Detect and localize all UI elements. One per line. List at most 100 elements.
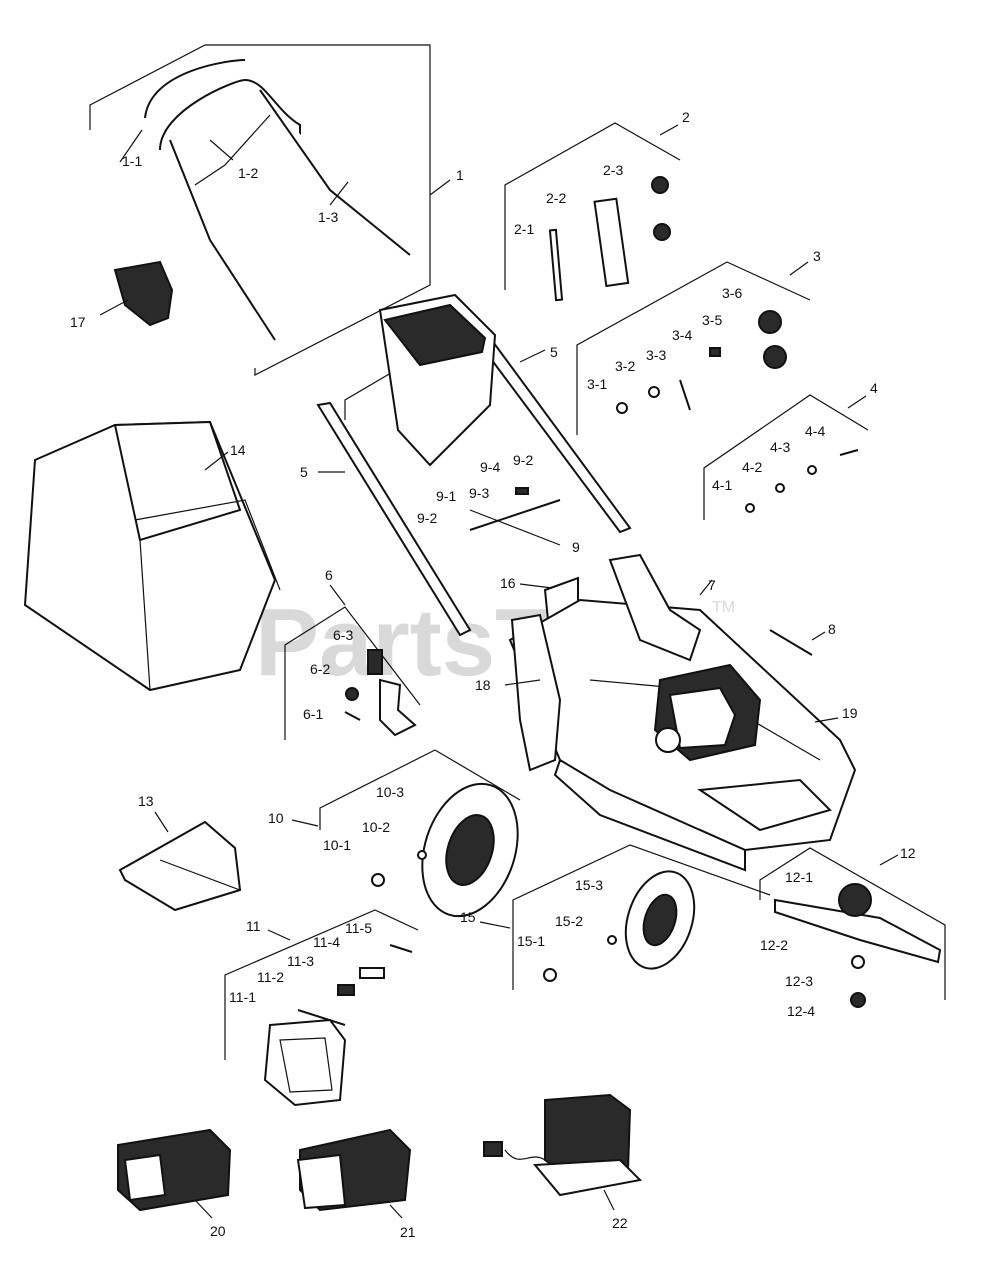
- part-8-spring[interactable]: 8: [769, 621, 836, 656]
- part-2-1-bolt[interactable]: [548, 228, 564, 302]
- part-1-3-lower-handle-right[interactable]: [259, 89, 411, 256]
- part-11-4-clip[interactable]: [359, 967, 385, 979]
- label-6-3: 6-3: [333, 627, 353, 643]
- part-11-5-pin[interactable]: [389, 944, 413, 953]
- part-9-4-spring[interactable]: [515, 487, 529, 495]
- label-12: 12: [900, 845, 916, 861]
- label-19: 19: [842, 705, 858, 721]
- leader-15: [479, 921, 511, 929]
- label-12-1: 12-1: [785, 869, 813, 885]
- part-19-front-panel: [697, 778, 832, 832]
- part-2-3-knob-b[interactable]: [653, 223, 671, 241]
- part-7-handle-bracket-right[interactable]: [608, 553, 702, 662]
- part-19-mower-deck[interactable]: 7 18 19: [475, 553, 858, 872]
- leader-1-2: [209, 139, 234, 161]
- group-3-bracket: [576, 261, 811, 435]
- part-4-3[interactable]: [807, 465, 817, 475]
- part-1-3-lower-handle-left[interactable]: [169, 139, 276, 341]
- part-12-1-fan[interactable]: [838, 883, 872, 917]
- label-9-4: 9-4: [480, 459, 500, 475]
- part-3-3-pin[interactable]: [679, 379, 691, 411]
- part-18-handle-bracket-left[interactable]: [510, 613, 562, 772]
- part-14-bag-top[interactable]: [113, 420, 242, 542]
- part-4-1[interactable]: [745, 503, 755, 513]
- part-3-6-knob-a[interactable]: [758, 310, 782, 334]
- part-15-2-bolt[interactable]: [607, 935, 617, 945]
- part-9-1-door-top[interactable]: [383, 303, 487, 367]
- part-10-1-nut[interactable]: [371, 873, 385, 887]
- label-15-2: 15-2: [555, 913, 583, 929]
- part-5-left-rail[interactable]: [316, 401, 472, 637]
- label-4-3: 4-3: [770, 439, 790, 455]
- part-6-lever[interactable]: [379, 678, 417, 737]
- leader-7: [699, 579, 713, 596]
- part-2-3-knob-a[interactable]: [651, 176, 669, 194]
- group-12-bracket: [759, 847, 946, 1000]
- leader-18: [504, 679, 541, 686]
- label-3-3: 3-3: [646, 347, 666, 363]
- group-2-bracket: [504, 122, 681, 290]
- part-10-2-bolt[interactable]: [417, 850, 427, 860]
- part-4-4[interactable]: [839, 449, 859, 456]
- leader-3: [789, 261, 809, 276]
- label-9-1: 9-1: [436, 488, 456, 504]
- part-14-grass-bag[interactable]: 14: [23, 420, 281, 692]
- part-11-1-inner: [279, 1037, 333, 1093]
- part-3-4-spring[interactable]: [709, 347, 721, 357]
- label-2: 2: [682, 109, 690, 125]
- label-10-3: 10-3: [376, 784, 404, 800]
- label-11-5: 11-5: [345, 920, 372, 936]
- part-20-battery[interactable]: 20: [117, 1128, 232, 1239]
- label-3-4: 3-4: [672, 327, 692, 343]
- part-8-spring-coil[interactable]: [769, 629, 813, 656]
- part-3-2-washer[interactable]: [648, 386, 660, 398]
- label-15-3: 15-3: [575, 877, 603, 893]
- group-10-bracket: [319, 749, 521, 830]
- group-9: 9 9-1 9-2 9-2 9-3 9-4: [344, 293, 580, 555]
- group-15-bracket: [512, 844, 771, 990]
- label-6-2: 6-2: [310, 661, 330, 677]
- part-6-3[interactable]: [367, 649, 383, 675]
- part-9-3-rod[interactable]: [469, 499, 561, 531]
- leader-19: [814, 717, 839, 723]
- part-1-1-grip[interactable]: [144, 59, 246, 119]
- label-20: 20: [210, 1223, 226, 1239]
- label-9-2-upper: 9-2: [513, 452, 533, 468]
- part-6-1-pin[interactable]: [344, 711, 361, 721]
- group-2: 2 2-1 2-2 2-3: [504, 109, 690, 302]
- part-19-deck-skirt[interactable]: [553, 758, 746, 872]
- label-3-5: 3-5: [702, 312, 722, 328]
- part-2-2-bracket[interactable]: [593, 197, 630, 288]
- label-11-3: 11-3: [287, 953, 314, 969]
- part-21-battery[interactable]: 21: [296, 1128, 416, 1240]
- part-15-1-nut[interactable]: [543, 968, 557, 982]
- label-10-2: 10-2: [362, 819, 390, 835]
- part-10-3-hub[interactable]: [438, 809, 502, 891]
- label-4-1: 4-1: [712, 477, 732, 493]
- leader-13: [154, 811, 169, 833]
- part-11-1-cover[interactable]: [263, 1018, 347, 1107]
- part-1-2-bail[interactable]: [194, 114, 271, 186]
- part-12-2-blade[interactable]: [774, 898, 942, 964]
- part-17[interactable]: 17: [70, 260, 174, 330]
- part-11-2-rod[interactable]: [297, 1009, 346, 1026]
- part-13-body[interactable]: [118, 820, 242, 912]
- group-3: 3 3-1 3-2 3-3 3-4 3-5 3-6: [576, 248, 821, 435]
- part-6-2-spring[interactable]: [345, 687, 359, 701]
- part-3-6-knob-b[interactable]: [763, 345, 787, 369]
- part-22-charger[interactable]: 22: [483, 1093, 643, 1231]
- part-3-1-nut[interactable]: [616, 402, 628, 414]
- part-12-4-bolt[interactable]: [850, 992, 866, 1008]
- part-4-2[interactable]: [775, 483, 785, 493]
- group-4: 4 4-1 4-2 4-3 4-4: [703, 380, 878, 520]
- part-15-3-hub[interactable]: [638, 891, 683, 950]
- part-11-3-spring[interactable]: [337, 984, 355, 996]
- label-11-2: 11-2: [257, 969, 284, 985]
- label-2-2: 2-2: [546, 190, 566, 206]
- part-13[interactable]: 13: [118, 793, 242, 912]
- part-17-body[interactable]: [113, 260, 174, 327]
- label-4-4: 4-4: [805, 423, 825, 439]
- part-12-3-washer[interactable]: [851, 955, 865, 969]
- part-14-frame: [134, 499, 281, 591]
